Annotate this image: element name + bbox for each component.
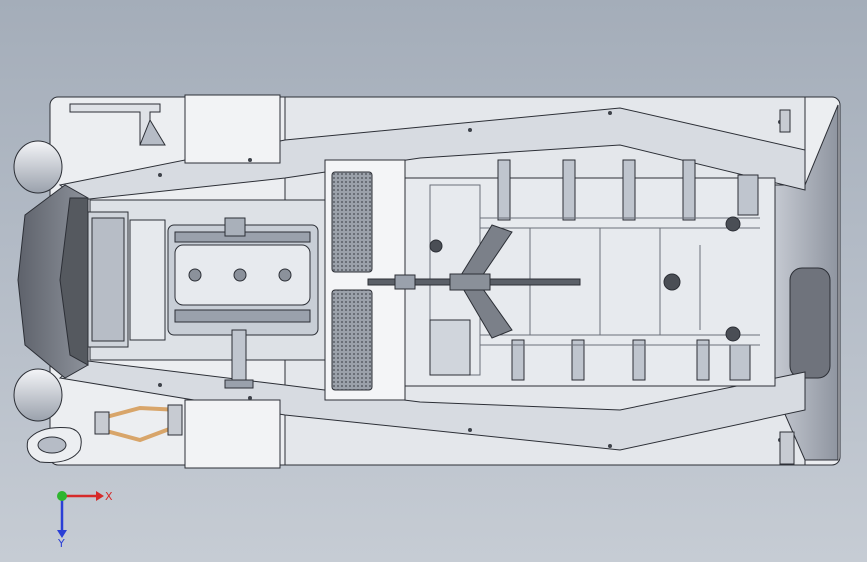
rear-hook[interactable] <box>779 431 795 465</box>
mount-point[interactable] <box>725 216 741 232</box>
front-hatch-left[interactable] <box>184 94 281 164</box>
mount-point[interactable] <box>429 239 443 253</box>
vent-grille-icon <box>331 289 373 391</box>
y-axis-head <box>57 530 67 538</box>
lower-cross-tubes <box>511 339 751 381</box>
y-axis-label: Y <box>57 537 65 548</box>
front-hatch-right[interactable] <box>184 399 281 469</box>
headlight-icon <box>13 140 63 194</box>
x-axis-label: X <box>105 490 113 503</box>
machine-gun-icon <box>367 224 581 339</box>
headlight-icon <box>13 368 63 422</box>
fan-housing[interactable] <box>129 219 166 341</box>
exhaust-pipe[interactable] <box>231 329 247 386</box>
vehicle-model[interactable] <box>13 94 841 469</box>
vent-grille-icon <box>331 171 373 273</box>
mount-point[interactable] <box>725 326 741 342</box>
origin-marker <box>57 491 67 501</box>
rear-hatch[interactable] <box>789 267 831 379</box>
front-link-rod[interactable] <box>94 423 181 443</box>
upper-cross-tubes <box>497 159 759 221</box>
triad-icon: X Y <box>57 490 113 548</box>
x-axis-head <box>96 491 104 501</box>
upper-side-frame[interactable] <box>58 107 806 201</box>
mount-point[interactable] <box>663 273 681 291</box>
rear-hook[interactable] <box>779 109 791 133</box>
front-armor-inner[interactable] <box>59 197 89 366</box>
engine-icon <box>167 217 319 336</box>
front-link-rod[interactable] <box>94 405 181 422</box>
frame-bolts <box>158 111 782 448</box>
